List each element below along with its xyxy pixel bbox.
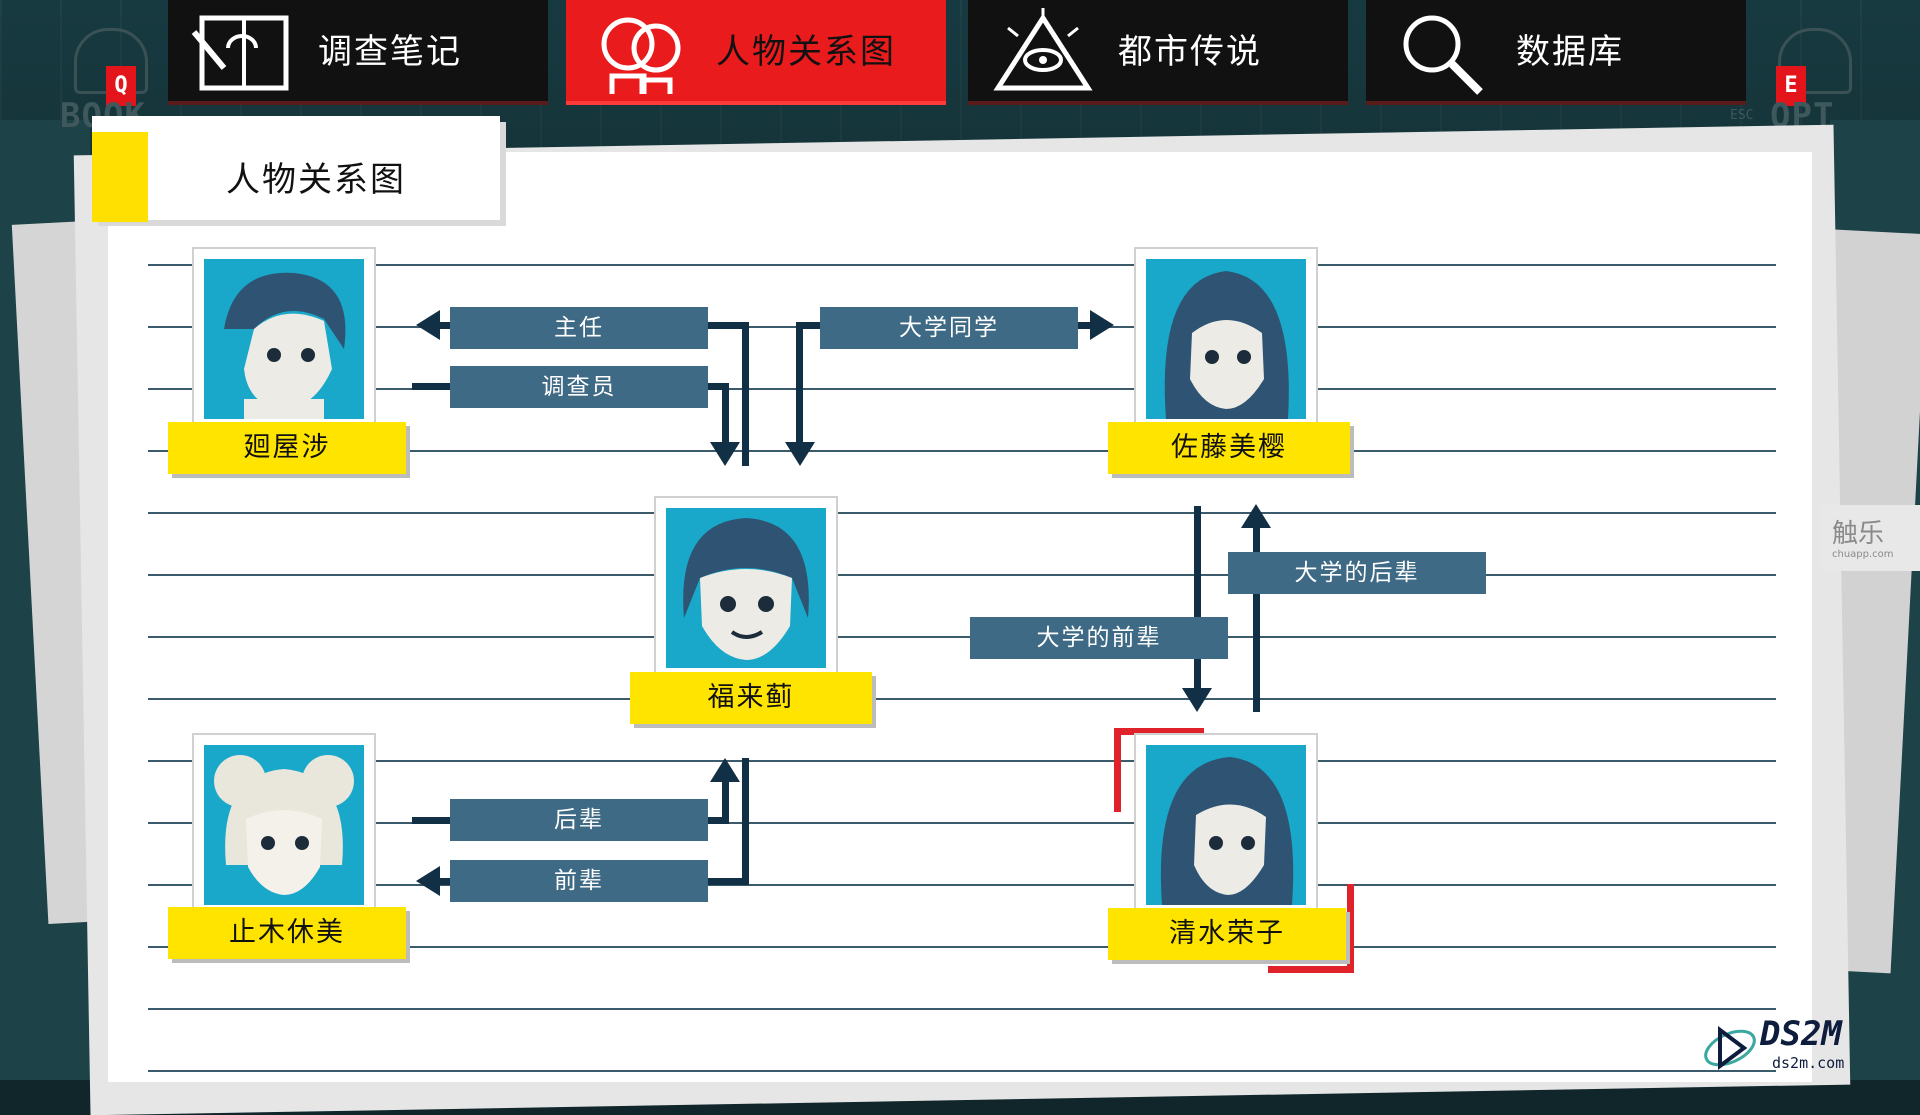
ruled-line (148, 884, 1776, 886)
character-face-icon (1160, 757, 1294, 905)
connector-line (440, 322, 450, 329)
eye-pyramid-icon (993, 8, 1093, 91)
ruled-line (148, 512, 1776, 514)
selection-bracket (1268, 966, 1354, 973)
relation-label-junior: 后辈 (450, 799, 708, 841)
character-name: 清水荣子 (1108, 908, 1346, 960)
portrait-image (1146, 745, 1306, 905)
character-face-icon (1164, 271, 1289, 419)
arrow-up-icon (1241, 504, 1271, 528)
tab-investigation-notes[interactable]: 调查笔记 (168, 0, 548, 105)
portrait-image (204, 745, 364, 905)
tab-urban-legends[interactable]: 都市传说 (968, 0, 1348, 105)
character-name: 止木休美 (168, 907, 406, 959)
arrow-left-icon (416, 310, 440, 340)
portrait (1134, 733, 1318, 917)
title-accent (92, 132, 148, 222)
ruled-line (148, 388, 1776, 390)
connector-line (796, 322, 820, 329)
arrow-down-icon (1182, 688, 1212, 712)
ruled-line (148, 636, 1776, 638)
arrow-right-icon (1090, 310, 1114, 340)
portrait-image (1146, 259, 1306, 419)
portrait (654, 496, 838, 680)
logo-orbit-icon (1704, 1026, 1756, 1070)
ruled-line (148, 946, 1776, 948)
tab-relationship-chart[interactable]: 人物关系图 (566, 0, 946, 105)
tab-label: 人物关系图 (716, 32, 896, 72)
connector-line (1194, 506, 1201, 692)
character-face-icon (683, 518, 809, 660)
connector-line (440, 878, 450, 885)
ruled-line (148, 1008, 1776, 1010)
portrait (192, 733, 376, 917)
connector-line (742, 322, 749, 466)
ruled-line (148, 822, 1776, 824)
tab-label: 调查笔记 (318, 32, 462, 72)
connector-line (796, 322, 803, 442)
watermark-text: 触乐 (1832, 519, 1885, 549)
connector-line (708, 817, 728, 824)
connector-line (708, 878, 748, 885)
connector-line (1253, 528, 1260, 712)
portrait (192, 247, 376, 431)
ruled-line (148, 1070, 1776, 1072)
arrow-up-icon (710, 758, 740, 782)
key-hint-e: E (1776, 66, 1806, 106)
character-name: 福来蓟 (630, 672, 872, 724)
key-hint-q: Q (106, 66, 136, 106)
site-watermark: 触乐 chuapp.com (1820, 505, 1920, 571)
selection-bracket (1347, 884, 1354, 973)
ruled-line (148, 574, 1776, 576)
relation-label-classmate: 大学同学 (820, 307, 1078, 349)
portrait (1134, 247, 1318, 431)
connector-line (412, 383, 450, 390)
tab-database[interactable]: 数据库 (1366, 0, 1746, 105)
selection-bracket (1114, 728, 1121, 812)
tab-bar: Q BOOK 调查笔记 人物关系图 都市传说 (0, 0, 1920, 136)
page-title: 人物关系图 (226, 160, 406, 200)
relation-label-junior-university: 大学的后辈 (1228, 552, 1486, 594)
relation-label-senior: 前辈 (450, 860, 708, 902)
arrow-down-icon (785, 442, 815, 466)
connector-line (722, 782, 729, 824)
ruled-line (148, 264, 1776, 266)
character-name: 佐藤美樱 (1108, 422, 1350, 474)
portrait-image (204, 259, 364, 419)
people-icon (601, 17, 681, 94)
character-face-icon (214, 755, 354, 895)
connector-line (412, 817, 450, 824)
options-shortcut-icon (1778, 28, 1852, 94)
selection-bracket (1114, 728, 1204, 735)
relation-label-chief: 主任 (450, 307, 708, 349)
arrow-left-icon (416, 866, 440, 896)
relation-label-senior-university: 大学的前辈 (970, 617, 1228, 659)
tab-label: 数据库 (1516, 32, 1624, 72)
connector-line (708, 383, 728, 390)
logo-text: DS2M (1760, 1014, 1842, 1054)
site-logo: DS2M ds2m.com (1700, 1010, 1910, 1080)
arrow-down-icon (710, 442, 740, 466)
character-name: 廻屋涉 (168, 422, 406, 474)
connector-line (742, 758, 749, 885)
ruled-line (148, 698, 1776, 700)
page-title-tag: 人物关系图 (92, 116, 500, 222)
ruled-line (148, 450, 1776, 452)
connector-line (1078, 322, 1092, 329)
connector-line (722, 383, 729, 443)
character-face-icon (224, 272, 346, 419)
ruled-line (148, 760, 1776, 762)
logo-url: ds2m.com (1772, 1054, 1845, 1072)
portrait-image (666, 508, 826, 668)
watermark-url: chuapp.com (1832, 549, 1894, 560)
relation-label-investigator: 调查员 (450, 366, 708, 408)
notebook-icon (191, 15, 289, 91)
tab-label: 都市传说 (1118, 32, 1262, 72)
magnifier-icon (1403, 15, 1483, 95)
connector-line (708, 322, 748, 329)
side-label-esc: ESC (1730, 108, 1754, 123)
